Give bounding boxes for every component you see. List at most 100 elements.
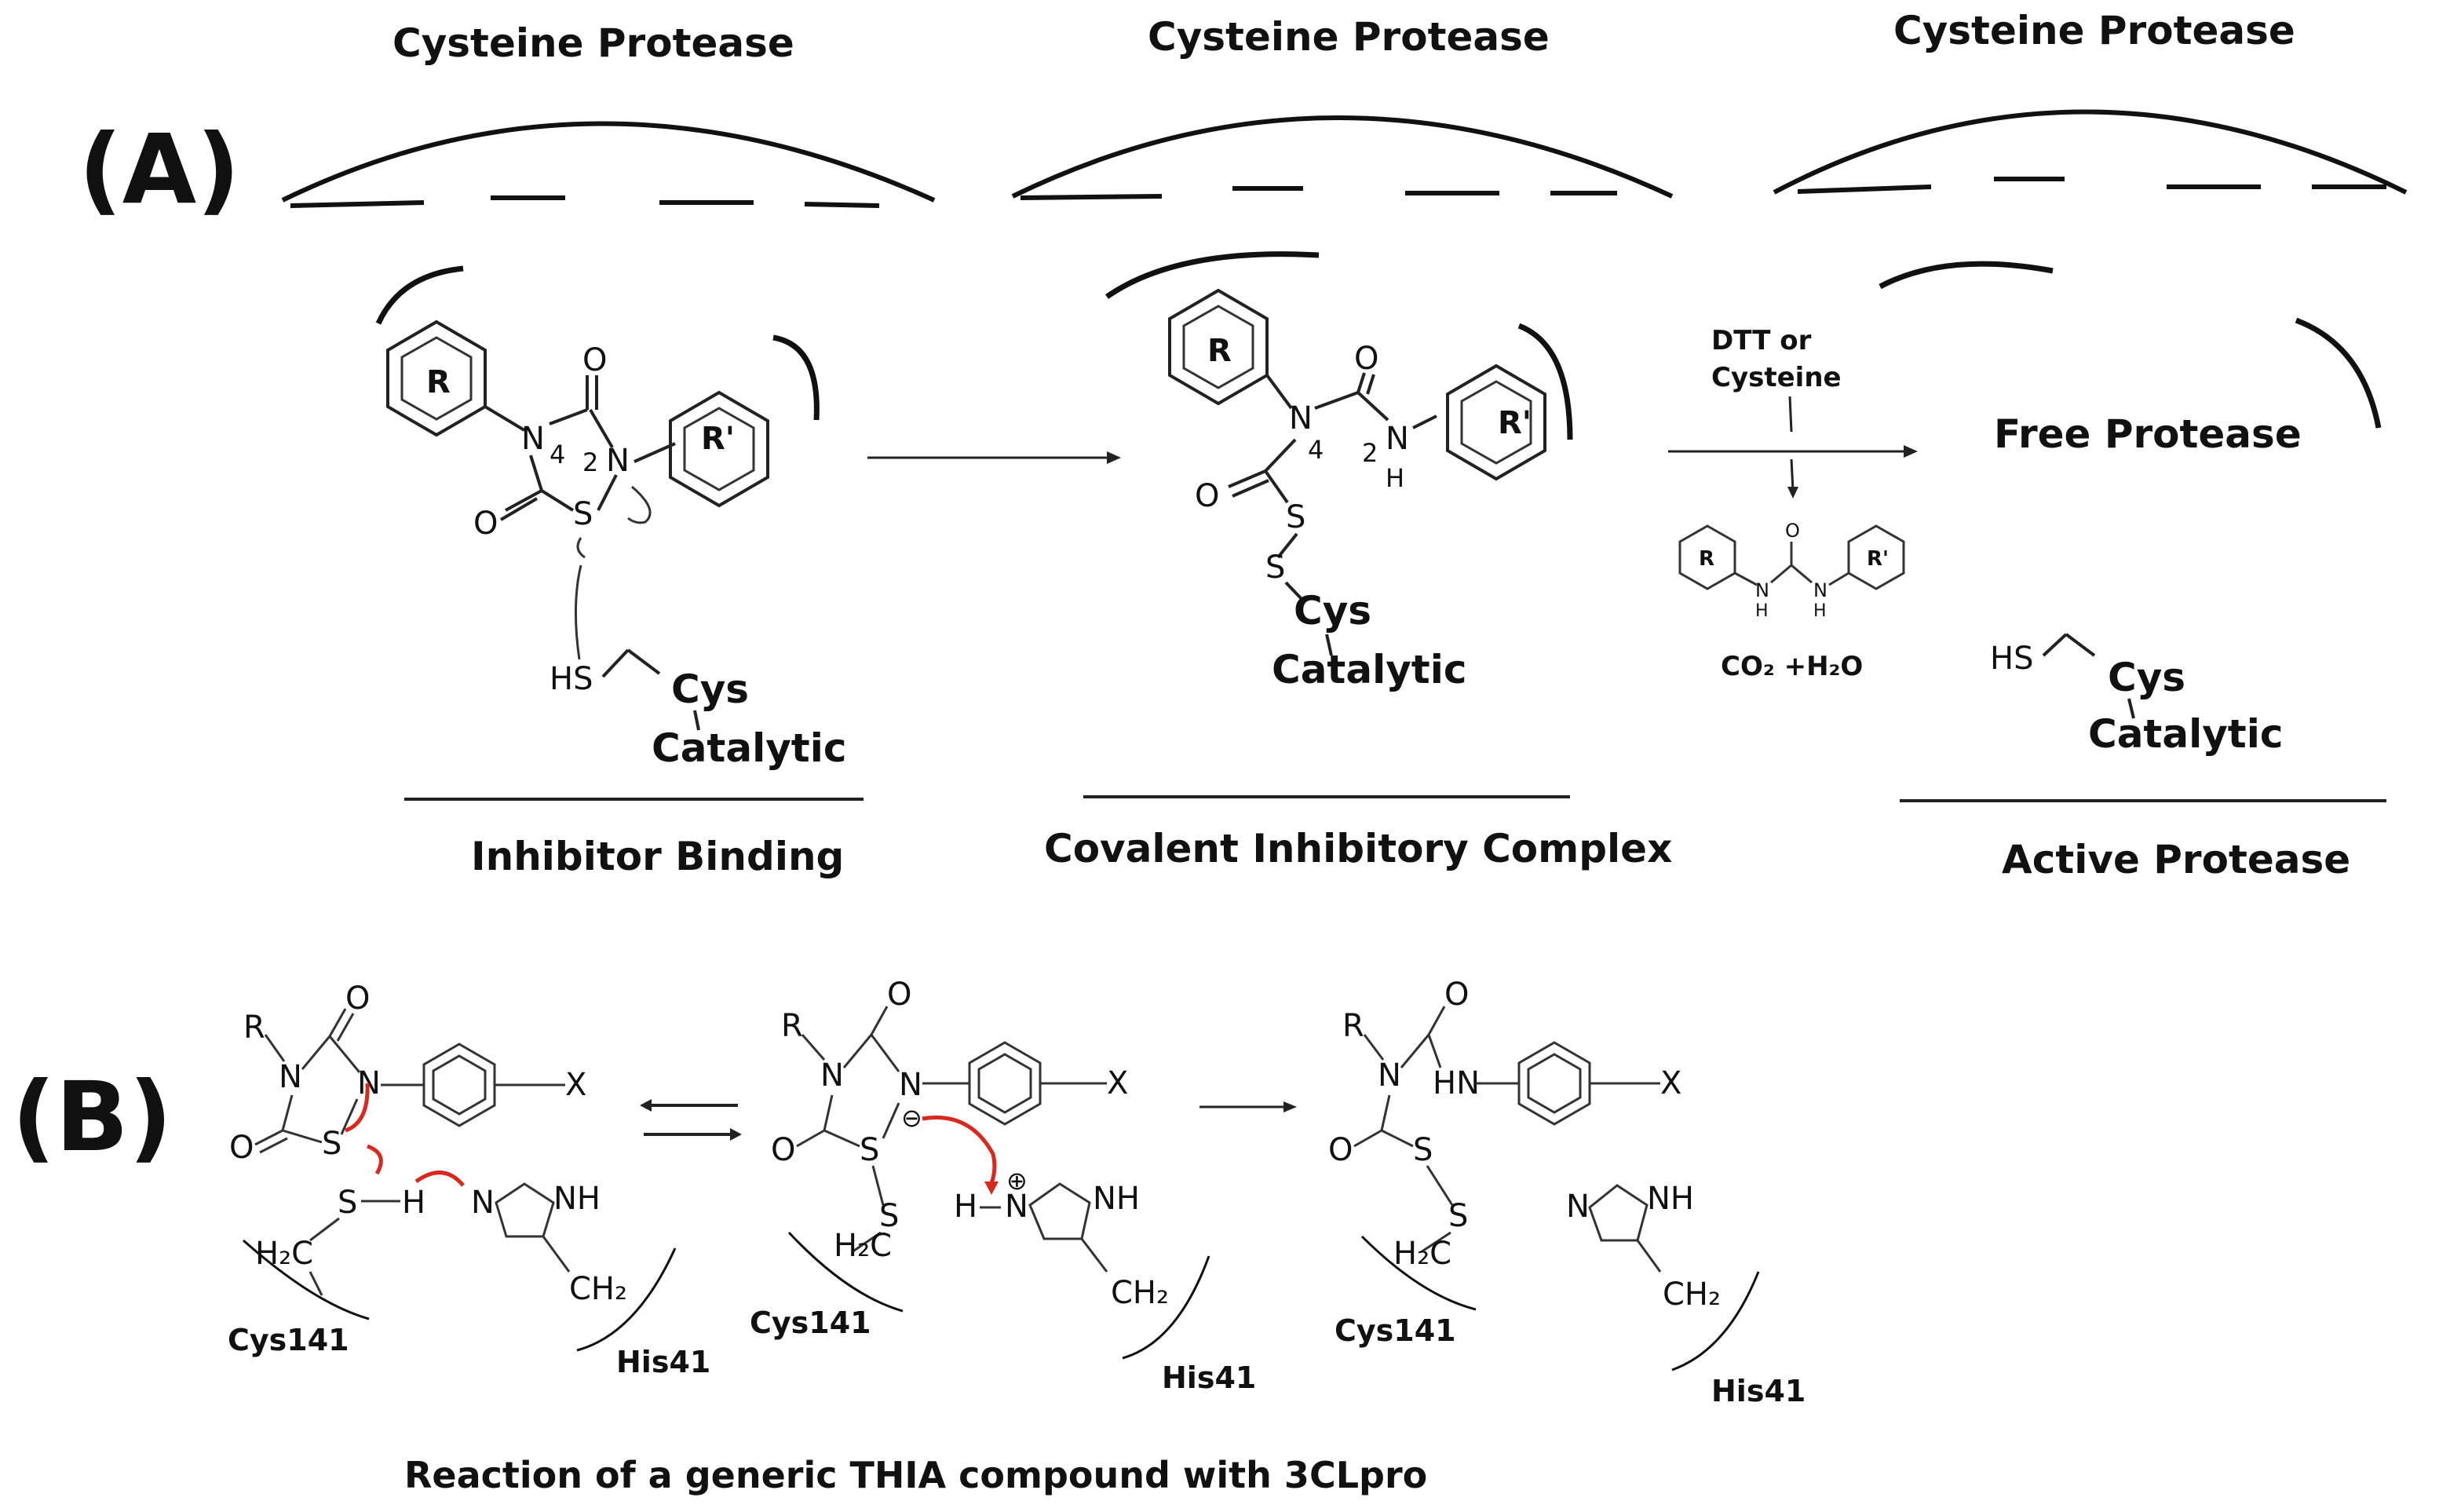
pocket-arc-2-left <box>1105 251 1320 299</box>
b2-x: X <box>1107 1065 1128 1101</box>
b1-cys-s: S <box>338 1185 357 1221</box>
b1-n: N <box>279 1059 302 1095</box>
b3-hn: HN <box>1433 1065 1480 1101</box>
b2-n: N <box>820 1057 844 1094</box>
thia-compound-2: R N O N ⊖ O S X S H₂C H N ⊕ NH CH₂ Cys14… <box>750 977 1256 1395</box>
nh-hydrogen: H <box>1386 463 1404 493</box>
b2-h2c: H₂C <box>834 1228 892 1264</box>
co2-water-byproduct: CO₂ +H₂O <box>1721 651 1863 682</box>
b3-cys141: Cys141 <box>1335 1313 1456 1348</box>
b1-o-bottom: O <box>229 1130 254 1166</box>
b1-his41: His41 <box>616 1345 710 1379</box>
b2-r: R <box>781 1008 803 1044</box>
urea-r: R <box>1699 547 1714 571</box>
b2-h: H <box>954 1189 977 1225</box>
urea-n2: N <box>1813 579 1827 601</box>
carbonyl-o-top: O <box>582 342 607 378</box>
caption-covalent-complex: Covalent Inhibitory Complex <box>1044 826 1672 871</box>
n2-atom-2: N <box>1386 421 1409 457</box>
free-protease-label: Free Protease <box>1994 411 2302 457</box>
b1-his-nh: NH <box>553 1181 601 1217</box>
b1-his-n: N <box>471 1185 495 1221</box>
thia-product-3: R N O HN O S X S H₂C N NH CH₂ Cys141 His… <box>1328 977 1806 1408</box>
n4-locant: 4 <box>550 440 565 469</box>
b2-ch2: CH₂ <box>1111 1275 1169 1311</box>
b2-negative-charge: ⊖ <box>901 1103 922 1133</box>
r-prime-group-label-2: R' <box>1498 405 1532 441</box>
urea-r-prime: R' <box>1867 547 1889 571</box>
catalytic-label-3: Catalytic <box>2088 711 2284 757</box>
b1-s: S <box>322 1126 341 1162</box>
b3-x: X <box>1660 1065 1681 1101</box>
b3-r: R <box>1342 1008 1364 1044</box>
ring-sulfur: S <box>573 496 593 532</box>
n4-atom-2: N <box>1289 400 1313 436</box>
protease-dome-1 <box>281 121 936 208</box>
b1-ch2: CH₂ <box>569 1271 627 1307</box>
b3-cys-s: S <box>1448 1198 1468 1234</box>
cys-label-1: Cys <box>671 667 749 712</box>
b3-his-nh: NH <box>1647 1181 1694 1217</box>
thiol-hs-3: HS <box>1990 641 2033 677</box>
b3-his41: His41 <box>1711 1374 1806 1408</box>
caption-inhibitor-binding: Inhibitor Binding <box>471 834 844 879</box>
r-group-label-2: R <box>1207 333 1232 369</box>
thiol-hs: HS <box>550 661 593 697</box>
r-group-label: R <box>426 364 451 400</box>
b2-n2: N <box>899 1067 922 1103</box>
n2-atom: N <box>606 443 630 479</box>
b3-o-bottom: O <box>1328 1132 1353 1168</box>
b2-his-nh: NH <box>1093 1181 1140 1217</box>
urea-o: O <box>1354 341 1378 377</box>
protease-header-3: Cysteine Protease <box>1893 8 2295 53</box>
pocket-arc-2-right <box>1517 323 1573 440</box>
reagent-cysteine: Cysteine <box>1711 362 1842 393</box>
n2-locant-2: 2 <box>1362 438 1378 468</box>
protease-header-2: Cysteine Protease <box>1148 14 1550 60</box>
urea-byproduct: R N H O N H R' <box>1678 520 1905 621</box>
reaction-arrow-1 <box>867 451 1121 464</box>
pocket-arc-1-left <box>375 265 464 325</box>
b2-cys141: Cys141 <box>750 1306 871 1340</box>
b3-his-n: N <box>1566 1189 1590 1225</box>
b3-n: N <box>1378 1057 1401 1094</box>
urea-o: O <box>1785 520 1800 542</box>
urea-h1: H <box>1755 601 1769 621</box>
disulfide-s2: S <box>1265 550 1285 586</box>
b3-ch2: CH₂ <box>1663 1276 1721 1313</box>
b2-o-bottom: O <box>771 1132 795 1168</box>
disulfide-s1: S <box>1286 499 1305 535</box>
pocket-arc-1-right <box>772 334 820 421</box>
cys-label-3: Cys <box>2108 655 2185 700</box>
panel-a-label: (A) <box>79 114 240 225</box>
carbonyl-o-bottom: O <box>473 506 498 542</box>
equilibrium-arrows <box>640 1099 742 1141</box>
reagent-dtt: DTT or <box>1711 325 1812 356</box>
protease-dome-2 <box>1011 115 1674 200</box>
r-prime-group-label: R' <box>701 421 735 457</box>
caption-active-protease: Active Protease <box>2002 837 2350 882</box>
pocket-arc-3-right <box>2295 317 2382 429</box>
b2-positive-charge: ⊕ <box>1006 1166 1028 1196</box>
urea-n1: N <box>1755 579 1769 601</box>
n4-locant-2: 4 <box>1308 435 1324 465</box>
b2-o-top: O <box>887 977 911 1013</box>
b1-r: R <box>243 1010 265 1046</box>
inhibitor-molecule: R N 4 O 2 N O S R' HS Cys Catalytic <box>386 320 847 771</box>
free-cysteine: HS Cys Catalytic <box>1990 633 2284 757</box>
pocket-arc-3-left <box>1879 261 2054 290</box>
b3-o-top: O <box>1444 977 1469 1013</box>
catalytic-label-2: Catalytic <box>1272 647 1467 692</box>
b3-h2c: H₂C <box>1393 1236 1451 1272</box>
covalent-complex-molecule: R N 4 O 2 N H R' O S S Cys Catalytic <box>1168 288 1546 692</box>
n4-atom: N <box>521 421 545 457</box>
b1-cys141: Cys141 <box>228 1323 349 1357</box>
forward-arrow-b <box>1199 1101 1297 1112</box>
n2-locant: 2 <box>582 447 598 477</box>
panel-b-label: (B) <box>12 1061 173 1173</box>
cys-label-2: Cys <box>1294 588 1371 634</box>
protease-dome-3 <box>1773 109 2408 195</box>
reaction-arrow-2 <box>1668 396 1918 499</box>
